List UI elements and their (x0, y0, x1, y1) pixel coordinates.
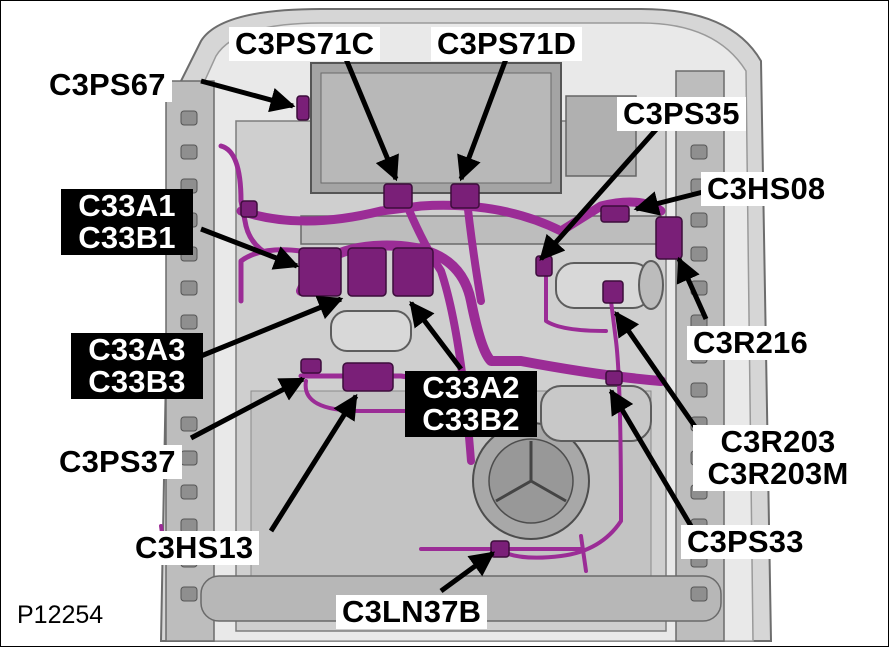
rail-hole (180, 416, 198, 432)
connectors (240, 95, 683, 558)
label-c3r203-c3r203m: C3R203 C3R203M (693, 425, 863, 491)
lumbar-motor (330, 310, 412, 352)
rail-hole (690, 586, 708, 602)
label-c3r203: C3R203 (720, 424, 836, 459)
rail-hole (690, 246, 708, 262)
rail-hole (180, 450, 198, 466)
label-c3ps71d: C3PS71D (431, 27, 583, 61)
rail-hole (180, 280, 198, 296)
rail-hole (180, 110, 198, 126)
label-c3r203m: C3R203M (707, 456, 849, 491)
label-c3r216: C3R216 (687, 326, 814, 360)
label-c3hs08: C3HS08 (701, 172, 832, 206)
rail-hole (690, 212, 708, 228)
label-c3ps67: C3PS67 (43, 68, 172, 102)
figure-id: P12254 (11, 599, 110, 632)
label-c33a3: C33A3 (88, 332, 186, 367)
label-c3ps71c: C3PS71C (229, 27, 381, 61)
label-c33a2-c33b2: C33A2 C33B2 (405, 371, 537, 437)
recliner-gear (472, 385, 652, 540)
rail-hole (690, 382, 708, 398)
label-c3ps35: C3PS35 (617, 97, 746, 131)
rail-hole (180, 144, 198, 160)
label-c33a3-c33b3: C33A3 C33B3 (71, 333, 203, 399)
rail-hole (690, 144, 708, 160)
label-c3ps37: C3PS37 (53, 445, 182, 479)
rail-hole (180, 314, 198, 330)
label-c33a1-c33b1: C33A1 C33B1 (61, 189, 193, 255)
label-c33a2: C33A2 (422, 370, 520, 405)
label-c3ln37b: C3LN37B (336, 595, 488, 629)
leader-arrows (189, 58, 709, 594)
rail-hole (180, 586, 198, 602)
control-module (310, 62, 637, 194)
label-c33b3: C33B3 (88, 364, 186, 399)
label-c33b1: C33B1 (78, 220, 176, 255)
label-c33b2: C33B2 (422, 402, 520, 437)
rail-hole (180, 484, 198, 500)
label-c3hs13: C3HS13 (129, 531, 260, 565)
label-c3ps33: C3PS33 (681, 525, 810, 559)
label-c33a1: C33A1 (78, 188, 176, 223)
